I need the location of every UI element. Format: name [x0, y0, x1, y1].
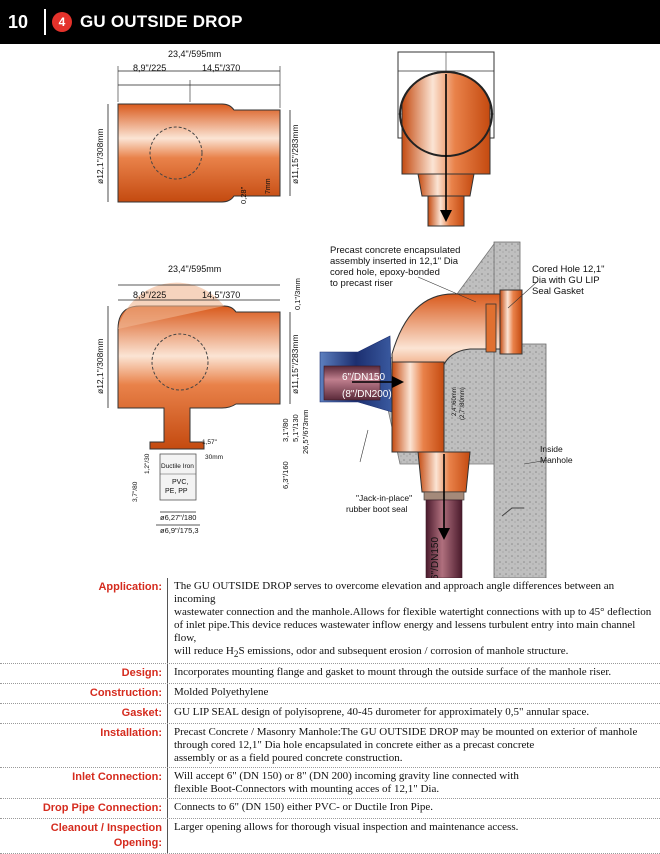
spec-value: The GU OUTSIDE DROP serves to overcome e… [174, 580, 652, 660]
spec-row-drop-pipe: Drop Pipe Connection: Connects to 6" (DN… [0, 799, 660, 820]
bot-right-dia: ø11,15"/283mm [290, 334, 300, 394]
spec-row-gasket: Gasket: GU LIP SEAL design of polyisopre… [0, 704, 660, 725]
callout-precast: Precast concrete encapsulated assembly i… [330, 245, 463, 289]
callout-inside: Inside Manhole [540, 444, 573, 465]
ductile-label: Ductile Iron [161, 463, 194, 470]
pvc-label: PVC, PE, PP [165, 479, 190, 495]
side-view-top: 23,4"/595mm 8,9"/225 14,5"/370 ø12,1"/30… [95, 49, 300, 204]
spec-label: Installation: [0, 724, 168, 768]
page-number: 10 [8, 12, 29, 32]
small-v2: (2,7"/80mm) [460, 387, 466, 420]
top-small-dim: 7mm [265, 178, 272, 194]
spec-label: Construction: [0, 684, 168, 704]
spec-row-installation: Installation: Precast Concrete / Masonry… [0, 724, 660, 769]
pipe-label-2: (8"/DN200) [342, 389, 392, 400]
top-left-dia: ø12,1"/308mm [95, 129, 105, 184]
bot-width1: ø6,27"/180 [160, 513, 196, 522]
top-right-dim: 14,5"/370 [202, 63, 240, 73]
top-overall-dim: 23,4"/595mm [168, 49, 221, 59]
spec-value: Larger opening allows for thorough visua… [174, 821, 519, 834]
spec-row-application: Application: The GU OUTSIDE DROP serves … [0, 578, 660, 665]
spec-value: Connects to 6" (DN 150) either PVC- or D… [174, 801, 433, 814]
pvc-line-1: PVC, [172, 479, 188, 486]
spec-label: Cleanout / Inspection Opening: [0, 819, 168, 854]
spec-row-inlet: Inlet Connection: Will accept 6" (DN 150… [0, 768, 660, 800]
top-right-dia: ø11,15"/283mm [290, 124, 300, 184]
page-header: 10 4 GU OUTSIDE DROP [0, 0, 660, 44]
spec-label: Gasket: [0, 704, 168, 724]
bot-small2: 30mm [205, 454, 223, 461]
bot-width2: ø6,9"/175,3 [160, 526, 199, 535]
bot-left-dim: 8,9"/225 [133, 290, 166, 300]
spec-value: Precast Concrete / Masonry Manhole:The G… [174, 726, 638, 765]
pvc-line-2: PE, PP [165, 488, 188, 495]
technical-drawing: 23,4"/595mm 8,9"/225 14,5"/370 ø12,1"/30… [95, 49, 607, 578]
spec-value: Molded Polyethylene [174, 686, 269, 699]
page-title: GU OUTSIDE DROP [80, 12, 243, 31]
spec-row-cleanout: Cleanout / Inspection Opening: Larger op… [0, 819, 660, 854]
drop-pipe-label: 6"/DN150 [430, 537, 441, 578]
bot-v2: 3,1"/80 [281, 418, 290, 442]
small-v1: 2,4"/60mm [452, 387, 458, 416]
pipe-label-1: 6"/DN150 [342, 372, 385, 383]
bot-left-v2: 1,2"/30 [144, 453, 151, 474]
specification-table: Application: The GU OUTSIDE DROP serves … [0, 578, 660, 854]
front-view-top [397, 51, 495, 227]
bot-v1: 5,1"/130 [291, 414, 300, 442]
callout-cored: Cored Hole 12,1" Dia with GU LIP Seal Ga… [532, 264, 607, 297]
bot-v4: 6,3"/160 [281, 461, 290, 489]
bot-top-right: 0,1"/3mm [293, 278, 302, 310]
spec-row-design: Design: Incorporates mounting flange and… [0, 664, 660, 685]
spec-value: GU LIP SEAL design of polyisoprene, 40-4… [174, 706, 590, 719]
header-divider [44, 9, 46, 35]
bot-v3: 26,5"/673mm [301, 410, 310, 454]
bot-small: 1,57" [202, 439, 218, 446]
spec-label: Application: [0, 578, 168, 664]
bot-left-v: 3,7"/80 [132, 481, 139, 502]
installation-view: Precast concrete encapsulated assembly i… [319, 241, 607, 578]
side-view-bottom: Ductile Iron PVC, PE, PP 23,4"/595mm 8,9… [95, 264, 310, 535]
bot-left-dia: ø12,1"/308mm [95, 339, 105, 394]
top-small-dim2: 0,28" [239, 186, 248, 204]
bot-overall-dim: 23,4"/595mm [168, 264, 221, 274]
spec-value: Incorporates mounting flange and gasket … [174, 666, 612, 679]
spec-value: Will accept 6" (DN 150) or 8" (DN 200) i… [174, 770, 519, 796]
chapter-badge: 4 [52, 12, 72, 32]
spec-row-construction: Construction: Molded Polyethylene [0, 684, 660, 705]
top-left-dim: 8,9"/225 [133, 63, 166, 73]
callout-jack: "Jack-in-place" rubber boot seal [346, 493, 414, 514]
spec-label: Design: [0, 664, 168, 684]
spec-label: Inlet Connection: [0, 768, 168, 799]
bot-right-dim: 14,5"/370 [202, 290, 240, 300]
spec-label: Drop Pipe Connection: [0, 799, 168, 819]
